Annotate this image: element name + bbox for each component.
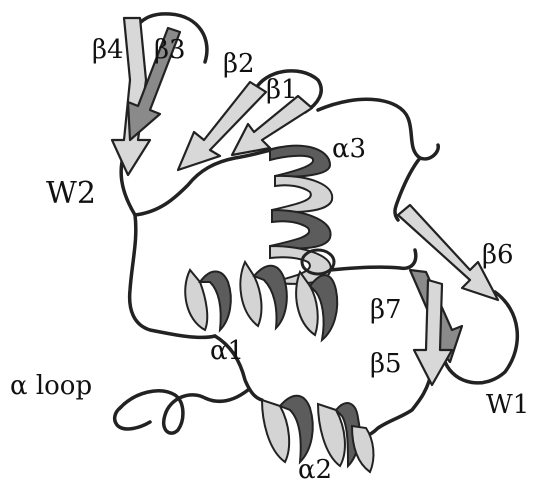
- label-beta5: β5: [370, 349, 402, 379]
- label-w2: W2: [46, 176, 96, 211]
- helix-alpha3: [270, 146, 334, 284]
- label-beta2: β2: [223, 49, 255, 79]
- label-beta1: β1: [266, 75, 298, 105]
- coil-alpha-loop-tail: [115, 408, 150, 429]
- label-alpha1: α1: [210, 336, 244, 366]
- helix-alpha3-turn-1: [270, 146, 330, 177]
- label-beta7: β7: [370, 295, 402, 325]
- label-w1: W1: [486, 390, 529, 420]
- label-alpha2: α2: [298, 455, 332, 485]
- label-beta6: β6: [482, 240, 514, 270]
- helix-alpha3-turn-3: [270, 210, 331, 248]
- label-alpha3: α3: [332, 134, 366, 164]
- label-alpha-loop: α loop: [10, 371, 92, 401]
- label-beta3: β3: [154, 35, 186, 65]
- label-beta4: β4: [92, 35, 124, 65]
- coil-helix-to-beta: [330, 250, 416, 270]
- strand-beta2: [178, 82, 266, 170]
- helix-alpha3-turn-2: [272, 176, 332, 212]
- helix-alpha2-turn-1: [262, 400, 289, 462]
